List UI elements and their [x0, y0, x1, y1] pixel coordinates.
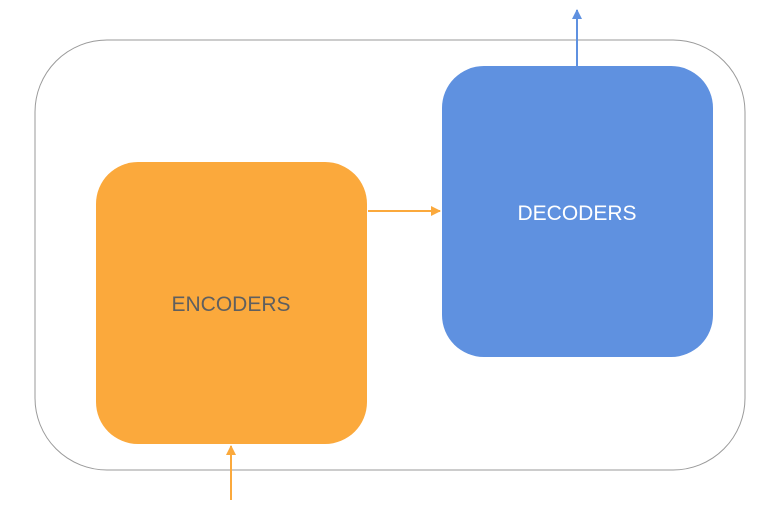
decoders-node: DECODERS — [442, 66, 713, 357]
encoders-label: ENCODERS — [171, 293, 290, 316]
encoders-box — [96, 162, 367, 444]
decoders-box — [442, 66, 713, 357]
outer-container — [34, 39, 746, 471]
decoders-label: DECODERS — [517, 202, 636, 225]
encoders-node: ENCODERS — [96, 162, 367, 444]
